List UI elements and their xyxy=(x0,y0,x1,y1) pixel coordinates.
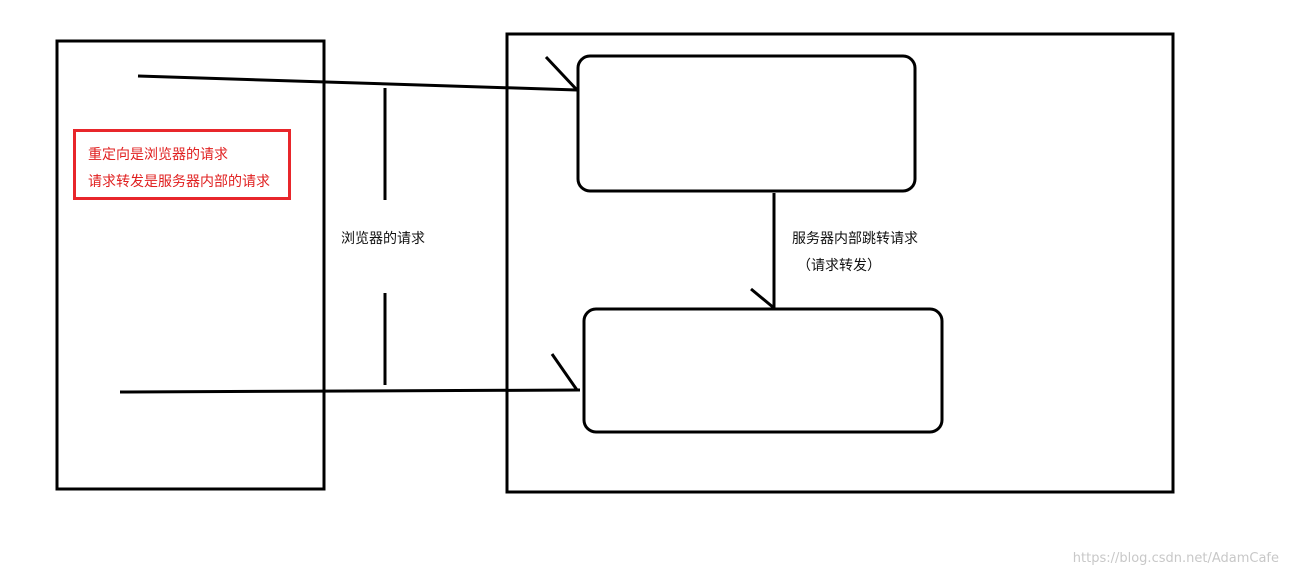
server-internal-jump-label: 服务器内部跳转请求 xyxy=(792,231,918,247)
resource-box-top xyxy=(576,54,917,193)
request-arrow-1-head xyxy=(544,55,579,92)
request-arrow-1-line xyxy=(137,74,578,92)
resource-box-bottom xyxy=(582,307,944,434)
watermark: https://blog.csdn.net/AdamCafe xyxy=(1072,551,1279,566)
server-box xyxy=(505,32,1175,494)
browser-box xyxy=(55,39,326,491)
note-forward-text: 请求转发是服务器内部的请求 xyxy=(88,174,270,190)
request-forward-label: （请求转发） xyxy=(797,258,881,274)
note-box: 重定向是浏览器的请求 请求转发是服务器内部的请求 xyxy=(73,129,291,200)
forward-arrow-head xyxy=(750,287,775,310)
note-redirect-text: 重定向是浏览器的请求 xyxy=(88,147,228,163)
browser-request-label: 浏览器的请求 xyxy=(341,231,425,247)
request-arrow-2-head xyxy=(550,353,579,391)
request-arrow-2-line xyxy=(119,388,581,394)
